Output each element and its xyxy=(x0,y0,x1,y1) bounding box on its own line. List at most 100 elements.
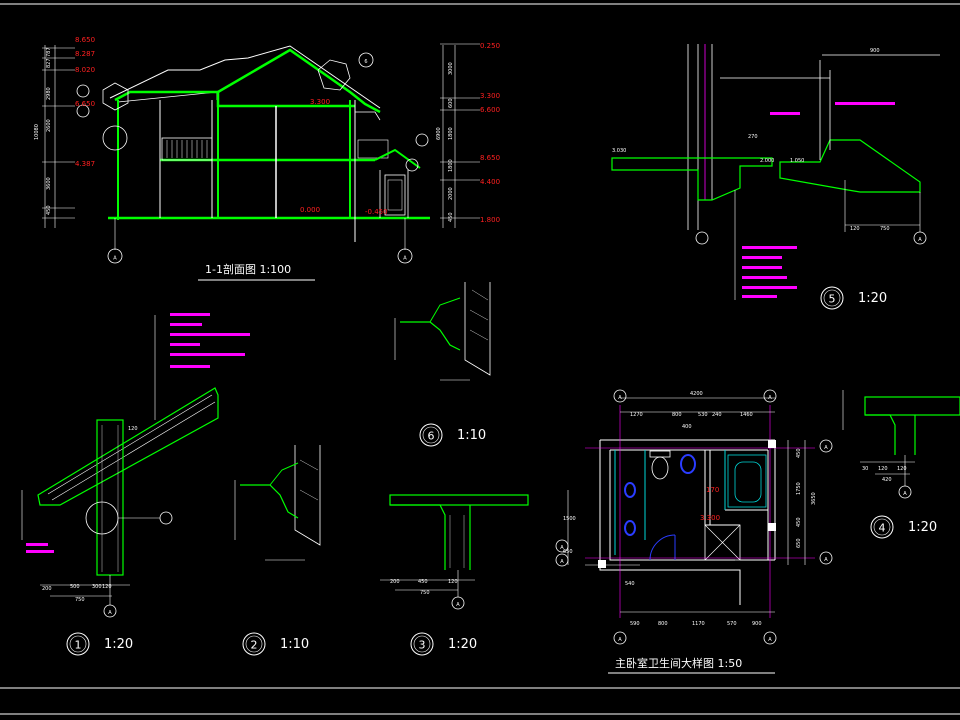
detail5-axis: A xyxy=(918,237,922,243)
detail-5-drawing: A xyxy=(611,44,940,300)
section-dims-left-5: 787 xyxy=(46,47,52,57)
section-levels-red-4: 4.387 xyxy=(75,160,95,168)
bath-dims-bottom-0: 590 xyxy=(630,621,640,627)
detail-3-number: 3 xyxy=(419,639,426,652)
section-title: 1-1剖面图 1:100 xyxy=(205,262,291,276)
detail-3-drawing: A xyxy=(380,494,529,610)
section-levels-red-10: 6.600 xyxy=(480,106,500,114)
section-dims-right-5: 450 xyxy=(448,212,454,222)
bath-level-label: 3.300 xyxy=(700,514,720,522)
detail-3-scale: 1:20 xyxy=(448,637,477,652)
detail-label-1: 1 1:20 xyxy=(66,632,133,656)
section-levels-red-1: 8.287 xyxy=(75,50,95,58)
detail5-dims-5: 2.000 xyxy=(760,158,774,164)
bath-dims-left-2: 540 xyxy=(625,581,635,587)
detail5-dims-1: 270 xyxy=(748,134,758,140)
section-dims-left-6: 827 xyxy=(46,58,52,68)
detail-2-drawing xyxy=(234,445,321,561)
section-dims-left-4: 450 xyxy=(46,205,52,215)
bath-dims-top-3: 530 xyxy=(698,412,708,418)
detail1-dims-4: 750 xyxy=(75,597,85,603)
bath-dims-bottom-3: 570 xyxy=(727,621,737,627)
detail1-dims-0: 200 xyxy=(42,586,52,592)
bath-dims-top-0: 4200 xyxy=(690,391,703,397)
section-axis-left: A xyxy=(113,256,117,262)
detail3-dims-0: 200 xyxy=(390,579,400,585)
bath-dims-bottom-4: 900 xyxy=(752,621,762,627)
detail3-axis: A xyxy=(456,602,460,608)
bath-dims-right-4: 3650 xyxy=(811,492,817,505)
detail1-dims-1: 500 xyxy=(70,584,80,590)
section-levels-red-7: -0.450 xyxy=(365,208,388,216)
bath-dims-left-1: 650 xyxy=(563,549,573,555)
section-levels-red-8: 0.250 xyxy=(480,42,500,50)
detail-label-3: 3 1:20 xyxy=(410,632,477,656)
detail-label-2: 2 1:10 xyxy=(242,632,309,656)
bath-axis-3: A xyxy=(618,637,622,643)
section-dims-left-1: 2980 xyxy=(46,87,52,100)
section-levels-red-5: 3.300 xyxy=(310,98,330,106)
detail-1-number: 1 xyxy=(75,639,82,652)
bath-dims-top-5: 1460 xyxy=(740,412,753,418)
detail-6-number: 6 xyxy=(428,430,435,443)
detail-6-scale: 1:10 xyxy=(457,428,486,443)
detail-label-6: 6 1:10 xyxy=(419,423,486,447)
bath-dims-bottom-2: 1170 xyxy=(692,621,705,627)
detail-5-number: 5 xyxy=(829,293,836,306)
detail-label-5: 5 1:20 xyxy=(820,286,887,310)
detail4-axis: A xyxy=(903,491,907,497)
bath-axis-8: A xyxy=(560,559,564,565)
bathroom-plan-drawing: A A A A A A A A xyxy=(555,389,833,645)
section-levels-red-11: 8.650 xyxy=(480,154,500,162)
detail-4-drawing: A xyxy=(842,390,960,499)
section-levels-red-2: 8.020 xyxy=(75,66,95,74)
bathroom-title: 主卧室卫生间大样图 1:50 xyxy=(615,656,742,670)
section-dims-left-0: 10080 xyxy=(34,124,40,140)
bath-axis-2: A xyxy=(768,395,772,401)
section-levels-red-9: 3.300 xyxy=(480,92,500,100)
detail4-dims-0: 30 xyxy=(862,466,868,472)
section-dims-right-4: 3000 xyxy=(448,62,454,75)
section-dims-right-6: 600 xyxy=(448,98,454,108)
detail-1-scale: 1:20 xyxy=(104,637,133,652)
detail-1-drawing: A xyxy=(21,313,250,618)
detail1-dims-2: 300 xyxy=(92,584,102,590)
bath-dims-right-3: 650 xyxy=(796,538,802,548)
section-dimension-labels: 1008029802600360045078782720001800180069… xyxy=(34,47,454,222)
detail3-dims-3: 750 xyxy=(420,590,430,596)
detail1-axis: A xyxy=(108,610,112,616)
section-dims-right-1: 1800 xyxy=(448,159,454,172)
bath-axis-7: A xyxy=(560,545,564,551)
section-level-labels: 8.6508.2878.0206.6504.3873.3000.000-0.45… xyxy=(75,36,500,224)
detail4-dims-3: 420 xyxy=(882,477,892,483)
detail4-dims-2: 120 xyxy=(897,466,907,472)
detail-label-4: 4 1:20 xyxy=(870,515,937,539)
detail5-dims-6: 1.050 xyxy=(790,158,804,164)
detail-6-drawing xyxy=(394,282,491,381)
bath-dims-top-1: 1270 xyxy=(630,412,643,418)
bath-axis-5: A xyxy=(824,445,828,451)
detail-2-scale: 1:10 xyxy=(280,637,309,652)
bath-dims-top-4: 240 xyxy=(712,412,722,418)
bath-dims-left-0: 1500 xyxy=(563,516,576,522)
detail1-dims-5: 120 xyxy=(102,584,112,590)
section-dims-right-0: 2000 xyxy=(448,187,454,200)
detail4-dimension-labels: 30 120 120 420 xyxy=(862,466,907,483)
bath-axis-6: A xyxy=(824,557,828,563)
bath-axis-4: A xyxy=(768,637,772,643)
detail5-dims-3: 750 xyxy=(880,226,890,232)
section-levels-red-3: 6.650 xyxy=(75,100,95,108)
detail5-dims-4: 3.030 xyxy=(612,148,626,154)
section-dims-left-3: 3600 xyxy=(46,177,52,190)
bath-item-label: 170 xyxy=(706,486,719,494)
bath-dims-top-6: 400 xyxy=(682,424,692,430)
detail5-dims-2: 120 xyxy=(850,226,860,232)
detail1-dims-3: 120 xyxy=(128,426,138,432)
detail4-dims-1: 120 xyxy=(878,466,888,472)
detail-4-scale: 1:20 xyxy=(908,520,937,535)
bath-dims-right-1: 1750 xyxy=(796,482,802,495)
